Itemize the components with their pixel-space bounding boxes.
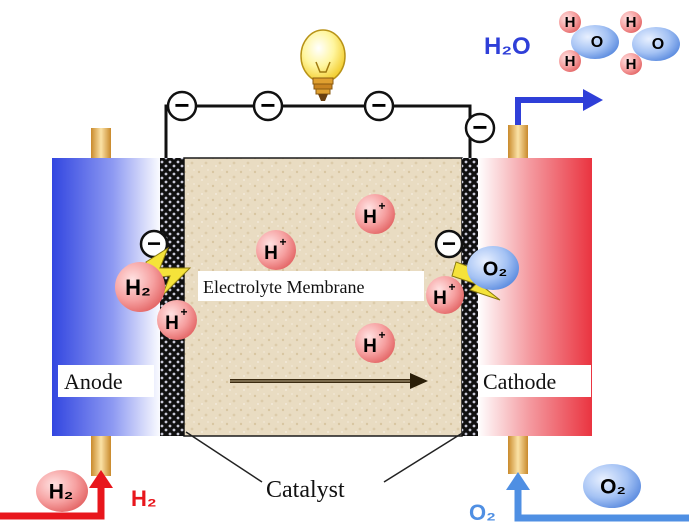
membrane-label: Electrolyte Membrane [203,277,364,297]
water-molecule-icon: O H H [620,11,680,75]
catalyst-label: Catalyst [266,477,345,503]
anode-label: Anode [64,369,123,394]
cathode-bottom-pipe [508,436,528,474]
svg-text:H: H [264,243,278,264]
svg-text:H: H [363,207,377,228]
electron-icon: − [464,112,496,144]
oxygen-inlet-arrowhead [506,472,530,490]
oxygen-molecule-icon: O₂ [467,246,519,290]
svg-text:+: + [378,199,385,213]
electron-icon: − [166,90,198,122]
cathode-top-pipe [508,125,528,158]
svg-text:−: − [442,230,456,257]
external-circuit-wire [164,104,472,158]
svg-text:−: − [472,112,487,142]
water-molecule-icon: O H H [559,11,619,72]
svg-text:H: H [565,14,576,31]
electron-icon: − [363,90,395,122]
catalyst-pointer-right [383,431,465,483]
hydrogen-inlet-label: H₂ [131,486,157,511]
svg-text:H: H [565,53,576,70]
lightbulb-icon [300,29,346,101]
proton-icon: H + [355,194,395,234]
svg-text:O₂: O₂ [483,258,507,280]
oxygen-molecule-icon: O₂ [583,464,641,508]
proton-icon: H + [355,323,395,363]
proton-icon: H + [256,230,296,270]
proton-icon: H + [157,300,197,340]
anode-label-box [58,365,154,397]
svg-text:−: − [147,230,161,257]
oxygen-inlet-arrow [514,488,689,522]
svg-text:H: H [363,336,377,357]
cathode-label-box [480,365,591,397]
svg-text:+: + [448,280,455,294]
cathode-catalyst-layer [462,158,478,436]
electron-icon: − [252,90,284,122]
water-label: H₂O [484,33,531,60]
anode-bottom-pipe [91,436,111,476]
svg-text:H: H [165,313,179,334]
proton-flow-arrow [230,373,428,389]
water-output-arrowhead [583,89,603,111]
proton-icon: H + [426,276,464,314]
svg-text:O: O [591,34,603,51]
membrane-label-box [198,271,424,301]
svg-text:−: − [260,90,275,120]
svg-text:+: + [378,328,385,342]
svg-text:H: H [626,14,637,31]
svg-text:−: − [371,90,386,120]
svg-text:H₂: H₂ [125,275,151,300]
hydrogen-molecule-icon: H₂ [115,262,165,312]
water-output-arrow [515,97,585,125]
hydrogen-inlet-arrowhead [89,470,113,488]
svg-text:H: H [433,288,447,309]
svg-text:H: H [626,56,637,73]
svg-text:+: + [279,235,286,249]
electron-icon: − [139,229,169,259]
svg-text:H₂: H₂ [49,481,74,504]
svg-text:−: − [174,90,189,120]
hydrogen-inlet-arrow [0,486,105,520]
anode-catalyst-layer [160,158,184,436]
svg-text:O₂: O₂ [600,476,626,499]
hydrogen-molecule-icon: H₂ [36,470,88,512]
oxygen-inlet-label: O₂ [469,500,496,525]
cathode-label: Cathode [483,369,556,394]
electron-icon: − [434,229,464,259]
svg-text:+: + [180,305,187,319]
anode-top-pipe [91,128,111,158]
svg-text:O: O [652,36,664,53]
catalyst-pointer-left [185,431,263,483]
